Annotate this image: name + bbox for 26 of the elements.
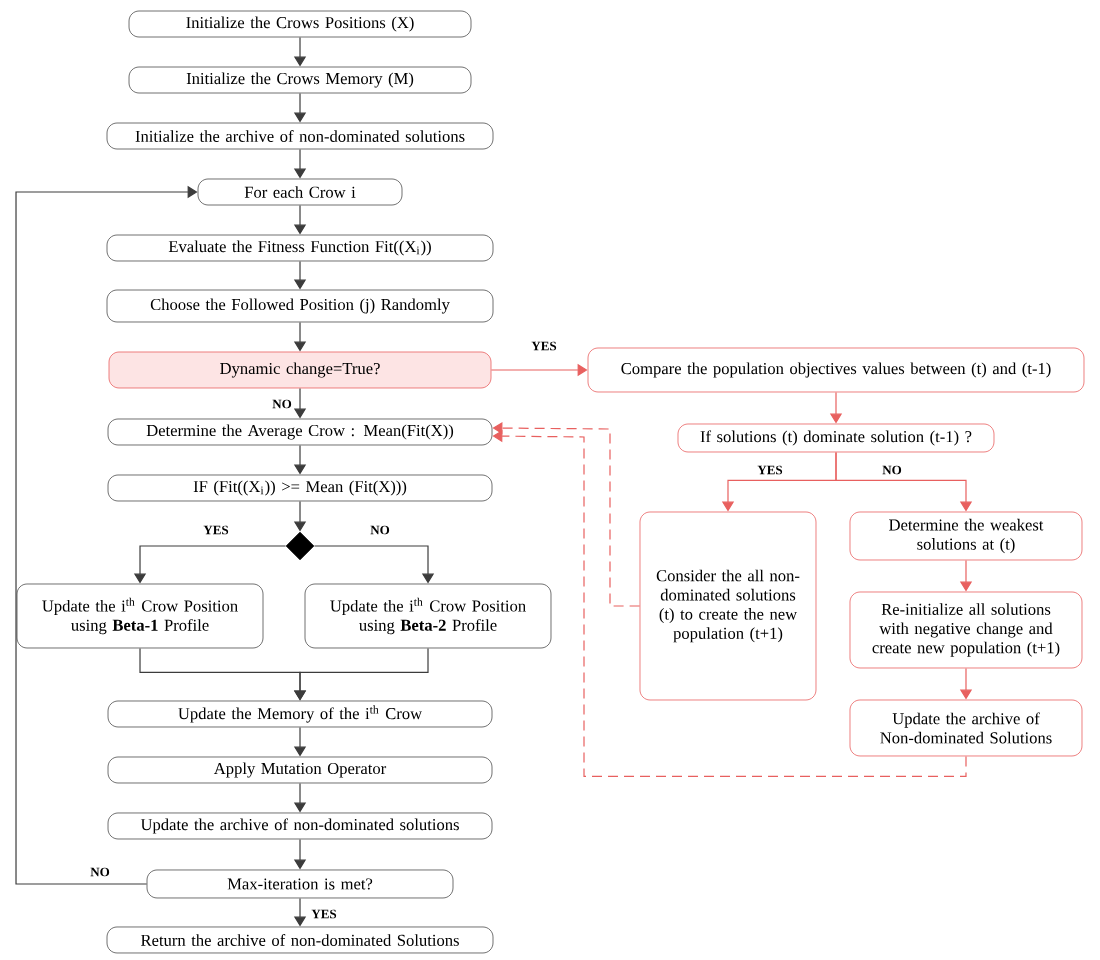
decision-box: Dynamic change=True?: [108, 351, 492, 389]
process-box: Update the archive of Non-dominated Solutions: [849, 699, 1083, 757]
process-box: For each Crow i: [197, 178, 403, 206]
arrow: [313, 545, 435, 584]
process-box: Update the Memory of the i$^{th}$ Crow: [107, 700, 493, 728]
process-box: Return the archive of non-dominated Solutions: [106, 926, 494, 954]
process-box: Max-iteration is met?: [146, 869, 454, 899]
process-box: Determine the weakest solutions at (t): [849, 511, 1083, 561]
arrow: [15, 185, 198, 885]
process-box: Initialize the archive of non-dominated solutions: [106, 122, 494, 150]
process-box: Update the archive of non-dominated solutions: [107, 812, 493, 840]
arrow: [835, 451, 973, 512]
process-box: Compare the population objectives values between (t) and (t-1): [587, 347, 1085, 393]
process-box: Apply Mutation Operator: [107, 756, 493, 784]
process-box: Consider the all non-dominated solutions (t) to create the new population (t+1): [639, 511, 817, 701]
process-box: Initialize the Crows Positions (X): [128, 10, 472, 38]
process-box: Evaluate the Fitness Function Fit((X$_{i}$)): [106, 234, 494, 262]
process-box: Re-initialize all solutions with negative change and create new population (t+1): [849, 591, 1083, 669]
process-box: Update the i$^{th}$ Crow Position using Beta-2 Profile: [304, 583, 552, 649]
process-box: IF (Fit((X$_{i}$)) >= Mean (Fit(X))): [107, 474, 493, 502]
decision-diamond: [285, 531, 315, 561]
process-box: Choose the Followed Position (j) Randomly: [106, 289, 494, 323]
process-box: Initialize the Crows Memory (M): [128, 66, 472, 94]
process-box: Determine the Average Crow : Mean(Fit(X)): [107, 418, 493, 446]
process-box: If solutions (t) dominate solution (t-1) ?: [677, 423, 995, 453]
process-box: Update the i$^{th}$ Crow Position using Beta-1 Profile: [16, 583, 264, 649]
